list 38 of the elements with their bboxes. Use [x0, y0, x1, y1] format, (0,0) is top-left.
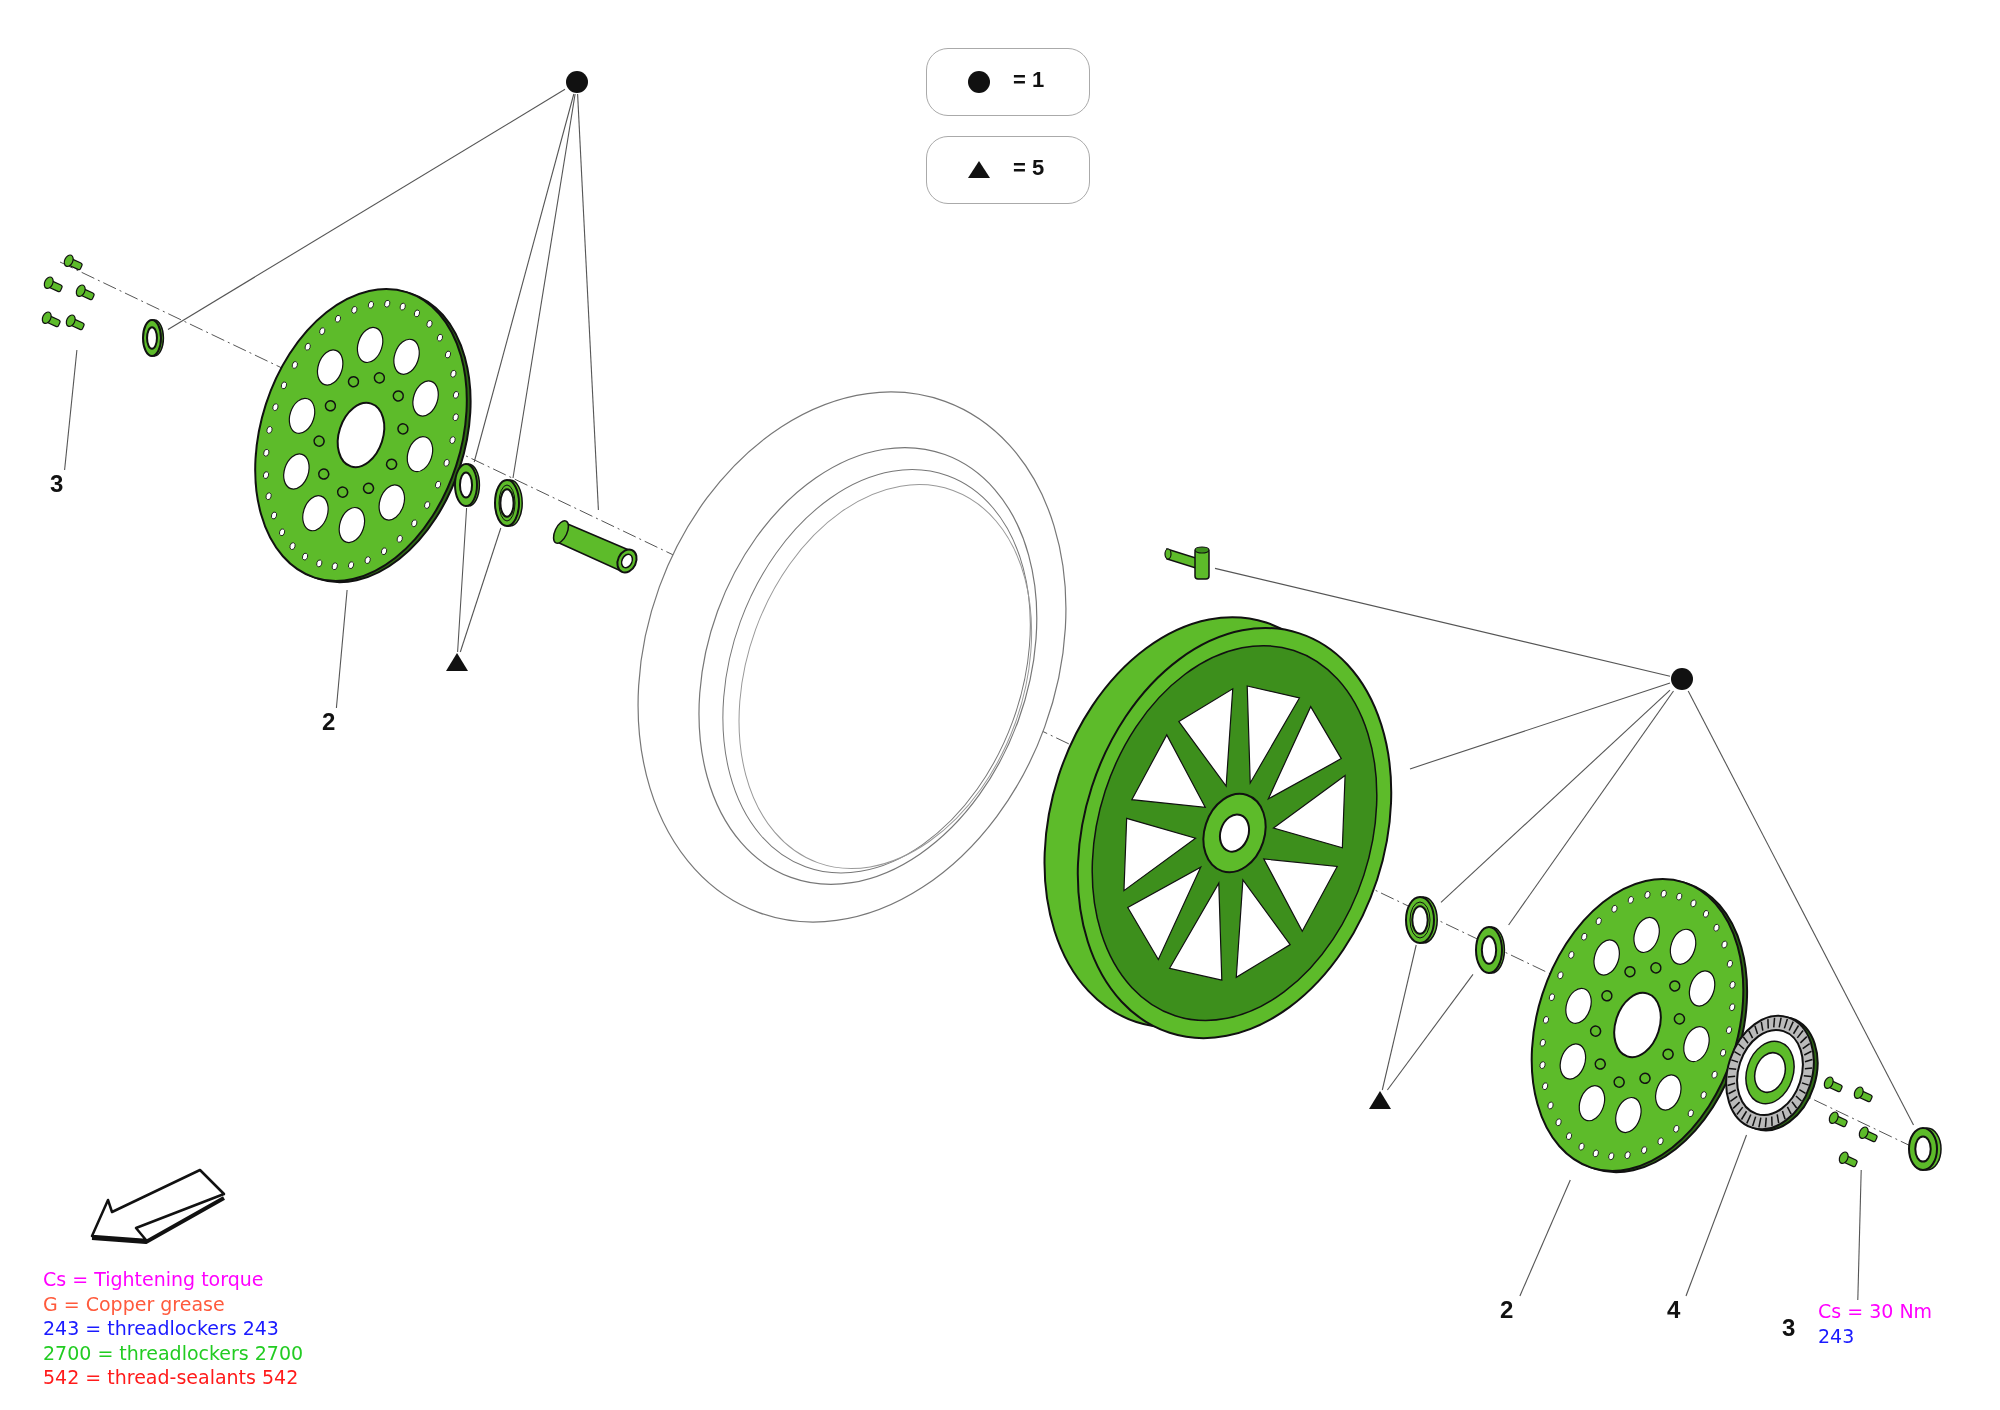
torque-note: 243: [1818, 1325, 1855, 1347]
callout-number: 2: [322, 708, 348, 740]
bearing-drawing: [492, 478, 526, 528]
leader-line: [1409, 682, 1671, 770]
leader-line: [1685, 1134, 1748, 1297]
leader-line: [1381, 944, 1417, 1091]
callout-dot: [1670, 667, 1694, 691]
note-text: 243 = threadlockers 243: [43, 1317, 279, 1339]
leader-line: [473, 93, 575, 463]
note-text: 2700 = threadlockers 2700: [43, 1341, 304, 1364]
legend-text: = 1: [1013, 67, 1045, 93]
leader-line: [459, 527, 502, 653]
leader-line: [1857, 1169, 1862, 1301]
note-text: Cs = Tightening torque: [43, 1268, 264, 1290]
leader-line: [335, 589, 348, 709]
legend-text: = 5: [1013, 155, 1045, 181]
callout-number: 3: [50, 470, 76, 502]
leader-line: [1508, 690, 1675, 926]
leader-line: [167, 88, 566, 331]
note-text: G = Copper grease: [43, 1292, 225, 1315]
torque-note: Cs = 30 Nm: [1818, 1300, 1933, 1322]
leader-line: [1386, 973, 1474, 1091]
callout-triangle: [445, 652, 469, 672]
callout-number: 2: [1500, 1296, 1526, 1328]
bearing-drawing: [1403, 895, 1441, 945]
leader-line: [457, 507, 468, 653]
callout-triangle: [1368, 1090, 1392, 1110]
note-text: 542 = thread-sealants 542: [43, 1366, 299, 1388]
leader-line: [1214, 567, 1671, 677]
leader-line: [1519, 1179, 1571, 1297]
leader-line: [64, 349, 78, 471]
leader-line: [1440, 689, 1671, 903]
leader-line: [1687, 690, 1915, 1126]
leader-line: [577, 93, 599, 511]
callout-number: 3: [1782, 1314, 1796, 1342]
leader-line: [512, 93, 576, 479]
callout-dot: [565, 70, 589, 94]
callout-number: 4: [1667, 1296, 1693, 1328]
